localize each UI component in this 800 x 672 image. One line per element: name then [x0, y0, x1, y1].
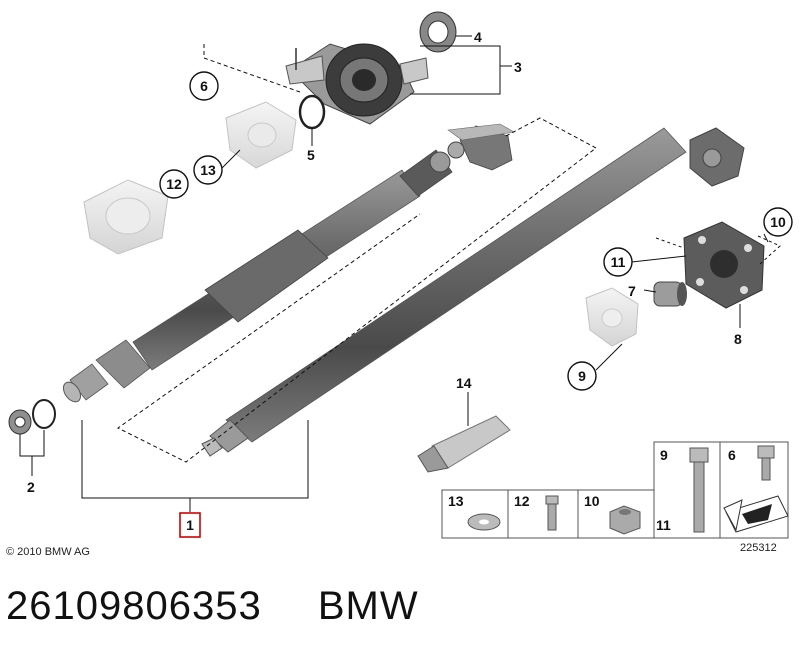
svg-text:1: 1 [186, 517, 194, 533]
svg-text:9: 9 [660, 447, 668, 463]
hex-nut-and-ring [8, 399, 56, 435]
flange-part [225, 101, 297, 169]
svg-text:10: 10 [770, 214, 786, 230]
legend-cell-13: 13 [448, 493, 501, 531]
grooved-ball-bearing [419, 11, 457, 53]
legend-cell-10: 10 [584, 493, 641, 535]
callout-9: 9 [567, 361, 597, 391]
grease-tube [417, 415, 511, 473]
callout-7: 7 [628, 283, 636, 299]
callout-8: 8 [734, 331, 742, 347]
callout-12: 12 [159, 169, 189, 199]
callout-2: 2 [27, 479, 35, 495]
callout-5: 5 [307, 147, 315, 163]
svg-text:11: 11 [656, 517, 671, 533]
flexible-disc [683, 221, 765, 309]
brand-name: BMW [317, 584, 419, 628]
part-number: 26109806353 [6, 584, 262, 628]
callout-14: 14 [456, 375, 472, 391]
o-ring [298, 94, 326, 130]
svg-text:12: 12 [514, 493, 530, 509]
callout-4: 4 [474, 29, 482, 45]
center-bearing-assembly [285, 43, 429, 125]
svg-text:6: 6 [200, 78, 208, 94]
callout-1-highlight: 1 [179, 512, 201, 538]
svg-text:10: 10 [584, 493, 600, 509]
leader-lines [19, 35, 781, 512]
callout-3: 3 [514, 59, 522, 75]
hardware-legend [441, 441, 789, 539]
legend-cell-9-11: 9 11 [656, 447, 709, 533]
svg-text:11: 11 [611, 254, 626, 270]
callout-11: 11 [603, 247, 633, 277]
callout-13: 13 [193, 155, 223, 185]
centering-sleeve [653, 281, 687, 307]
diagram-number: 225312 [740, 542, 777, 554]
callout-6: 6 [189, 71, 219, 101]
coupling-sleeve [83, 179, 169, 255]
svg-text:9: 9 [578, 368, 586, 384]
rear-propeller-shaft [201, 127, 745, 457]
svg-text:13: 13 [448, 493, 464, 509]
svg-text:13: 13 [200, 162, 216, 178]
svg-text:12: 12 [166, 176, 182, 192]
part-caption: 26109806353 BMW [6, 584, 419, 629]
callout-10: 10 [763, 207, 793, 237]
legend-cell-6: 6 [723, 445, 789, 533]
legend-cell-12: 12 [514, 493, 559, 531]
front-propeller-shaft [62, 123, 515, 403]
copyright-text: © 2010 BMW AG [6, 546, 90, 558]
svg-text:6: 6 [728, 447, 736, 463]
ghost-flange [585, 287, 639, 347]
